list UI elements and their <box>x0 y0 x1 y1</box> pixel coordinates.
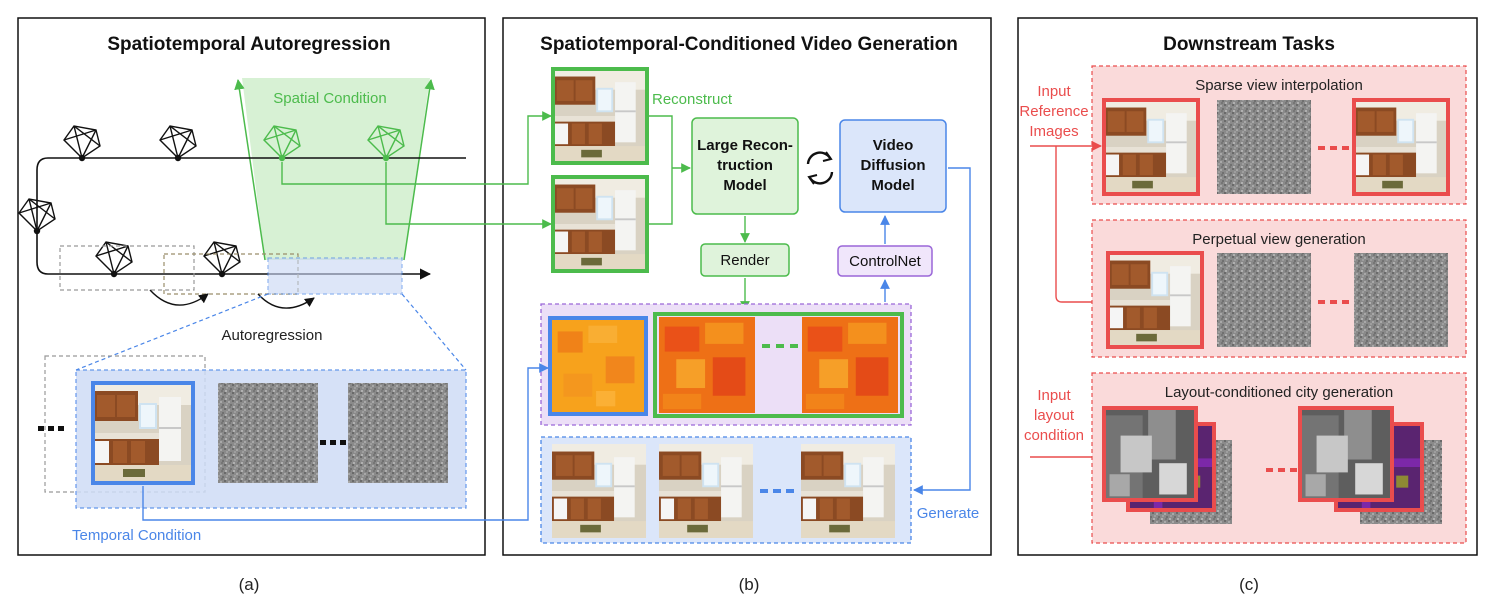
panel-a-frame <box>17 17 486 556</box>
panel-c-caption: (c) <box>1239 575 1259 594</box>
temporal-condition-label: Temporal Condition <box>72 527 201 544</box>
render-box <box>700 243 790 277</box>
perpetual-label: Perpetual view generation <box>1192 231 1365 248</box>
controlnet-box <box>837 245 933 277</box>
input-ref-label-2: Reference <box>1019 103 1088 120</box>
ellipsis-green <box>762 344 798 348</box>
layout-depth-2 <box>1298 406 1394 502</box>
frustum-right-arrow <box>403 78 435 261</box>
camera-green-2 <box>367 125 405 162</box>
input-layout-label-3: condition <box>1024 427 1084 444</box>
merge-arrow <box>649 115 690 225</box>
vdm-box <box>839 119 947 213</box>
panel-c: Downstream Tasks Input Reference Images … <box>1017 17 1478 594</box>
spatial-condition-frustum <box>242 78 430 260</box>
camera-1 <box>63 125 101 162</box>
frustum-left-arrow <box>234 78 266 261</box>
render-label: Render <box>720 252 769 269</box>
sparse-ref-2 <box>1352 98 1450 196</box>
sparse-label: Sparse view interpolation <box>1195 77 1363 94</box>
panel-b-frame <box>502 17 992 556</box>
sparse-ref-1 <box>1102 98 1200 196</box>
camera-5 <box>203 241 241 278</box>
vdm-label-3: Model <box>871 177 914 194</box>
sparse-noise <box>1217 100 1311 194</box>
window-current <box>267 257 403 295</box>
layout-depth-1 <box>1102 406 1198 502</box>
spatial-map-2 <box>802 317 898 413</box>
panel-a: Spatiotemporal Autoregression Spatial Co… <box>17 17 486 594</box>
spatial-maps-frame <box>653 312 904 418</box>
camera-3 <box>18 198 56 235</box>
lrm-label-3: Model <box>723 177 766 194</box>
lrm-box <box>691 117 799 215</box>
window-1 <box>59 245 195 291</box>
temporal-arrow <box>142 363 549 521</box>
generated-frame-2 <box>659 444 753 538</box>
panel-b-title: Spatiotemporal-Conditioned Video Generat… <box>540 34 958 55</box>
autoregression-arrow-2 <box>257 293 315 309</box>
vdm-label-1: Video <box>873 137 914 154</box>
input-ref-label-1: Input <box>1037 83 1071 100</box>
zoom-line-right <box>401 293 467 371</box>
ellipsis-left <box>38 426 64 431</box>
generate-arrow <box>913 167 971 495</box>
camera-trajectory <box>36 157 466 280</box>
ellipsis-red-2 <box>1318 300 1349 304</box>
panel-b-caption: (b) <box>739 575 760 594</box>
autoregression-arrow-1 <box>149 289 209 306</box>
camera-green-1 <box>263 125 301 162</box>
noise-frame-2 <box>348 383 448 483</box>
ellipsis-red-3 <box>1266 468 1297 472</box>
vdm-label-2: Diffusion <box>861 157 926 174</box>
panel-a-title: Spatiotemporal Autoregression <box>107 34 390 55</box>
autoregression-label: Autoregression <box>222 327 323 344</box>
cycle-icon <box>806 151 834 185</box>
lrm-label-2: truction <box>717 157 773 174</box>
input-image-1 <box>551 67 649 165</box>
lrm-label-1: Large Recon- <box>697 137 793 154</box>
input-image-2 <box>551 175 649 273</box>
input-layout-label-2: layout <box>1034 407 1075 424</box>
spatial-map-1 <box>659 317 755 413</box>
ref-arrow-2 <box>1055 146 1105 307</box>
generated-frame-1 <box>552 444 646 538</box>
spatial-arrow-2 <box>385 162 552 229</box>
camera-2 <box>159 125 197 162</box>
ellipsis-middle <box>320 440 346 445</box>
generated-frame-3 <box>801 444 895 538</box>
noise-frame-1 <box>218 383 318 483</box>
perpetual-noise-1 <box>1217 253 1311 347</box>
panel-c-title: Downstream Tasks <box>1163 34 1335 55</box>
camera-4 <box>95 241 133 278</box>
reconstruct-label: Reconstruct <box>652 91 733 108</box>
input-ref-label-3: Images <box>1029 123 1078 140</box>
temporal-condition-frame <box>91 381 195 485</box>
temporal-map <box>548 316 648 416</box>
spatial-arrow-1 <box>281 111 552 185</box>
spatial-condition-label: Spatial Condition <box>273 90 386 107</box>
ellipsis-red-1 <box>1318 146 1349 150</box>
perpetual-ref <box>1106 251 1204 349</box>
panel-c-frame <box>1017 17 1478 556</box>
input-layout-label-1: Input <box>1037 387 1071 404</box>
layout-label: Layout-conditioned city generation <box>1165 384 1394 401</box>
generate-label: Generate <box>917 505 980 522</box>
perpetual-noise-2 <box>1354 253 1448 347</box>
controlnet-label: ControlNet <box>849 253 922 270</box>
ellipsis-blue <box>760 489 794 493</box>
panel-a-caption: (a) <box>239 575 260 594</box>
panel-b: Spatiotemporal-Conditioned Video Generat… <box>142 17 992 594</box>
